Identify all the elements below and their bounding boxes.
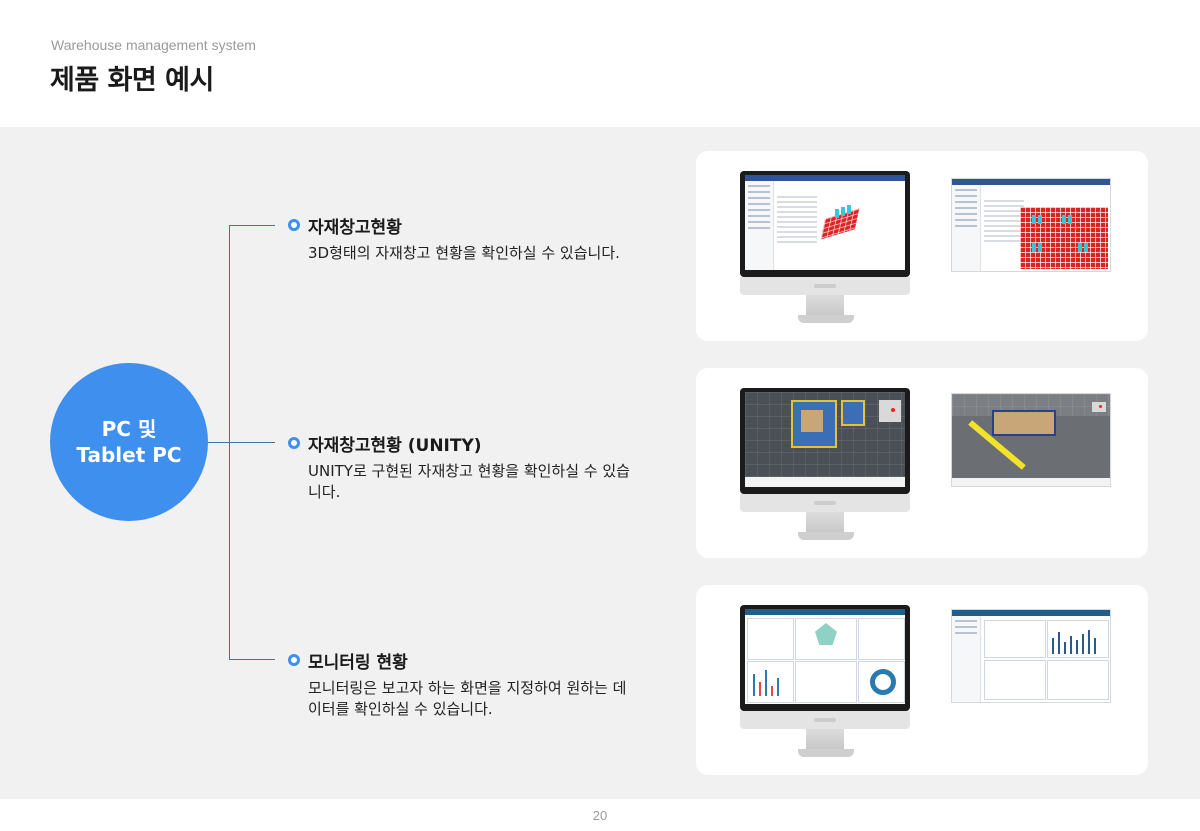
bullet-icon [288, 654, 300, 666]
feature-description: UNITY로 구현된 자재창고 현황을 확인하실 수 있습니다. [308, 462, 630, 501]
hub-label-line1: PC 및 [101, 417, 157, 441]
bullet-icon [288, 219, 300, 231]
feature-title: 모니터링 현황 [308, 653, 408, 673]
monitor-screen [745, 609, 905, 704]
connector-bottom [229, 659, 275, 660]
feature-description: 모니터링은 보고자 하는 화면을 지정하여 원하는 데이터를 확인하실 수 있습… [308, 679, 627, 718]
feature-description: 3D형태의 자재창고 현황을 확인하실 수 있습니다. [308, 244, 620, 262]
hub-circle: PC 및 Tablet PC [50, 363, 208, 521]
feature-title: 자재창고현황 [308, 218, 402, 238]
page-title: 제품 화면 예시 [50, 65, 214, 96]
monitor-screen [745, 392, 905, 487]
screenshot-card-unity [696, 368, 1148, 558]
tablet-screen [951, 609, 1111, 703]
screenshot-card-warehouse [696, 151, 1148, 341]
tablet-screen [951, 178, 1111, 272]
tablet-screen [951, 393, 1111, 487]
screenshot-card-monitoring [696, 585, 1148, 775]
header-subtitle: Warehouse management system [51, 37, 256, 53]
connector-middle [208, 442, 275, 443]
bullet-icon [288, 437, 300, 449]
hub-label-line2: Tablet PC [76, 443, 182, 467]
feature-title: 자재창고현황 (UNITY) [308, 436, 482, 456]
connector-top [229, 225, 275, 226]
monitor-screen [745, 175, 905, 270]
page-number: 20 [592, 808, 608, 823]
